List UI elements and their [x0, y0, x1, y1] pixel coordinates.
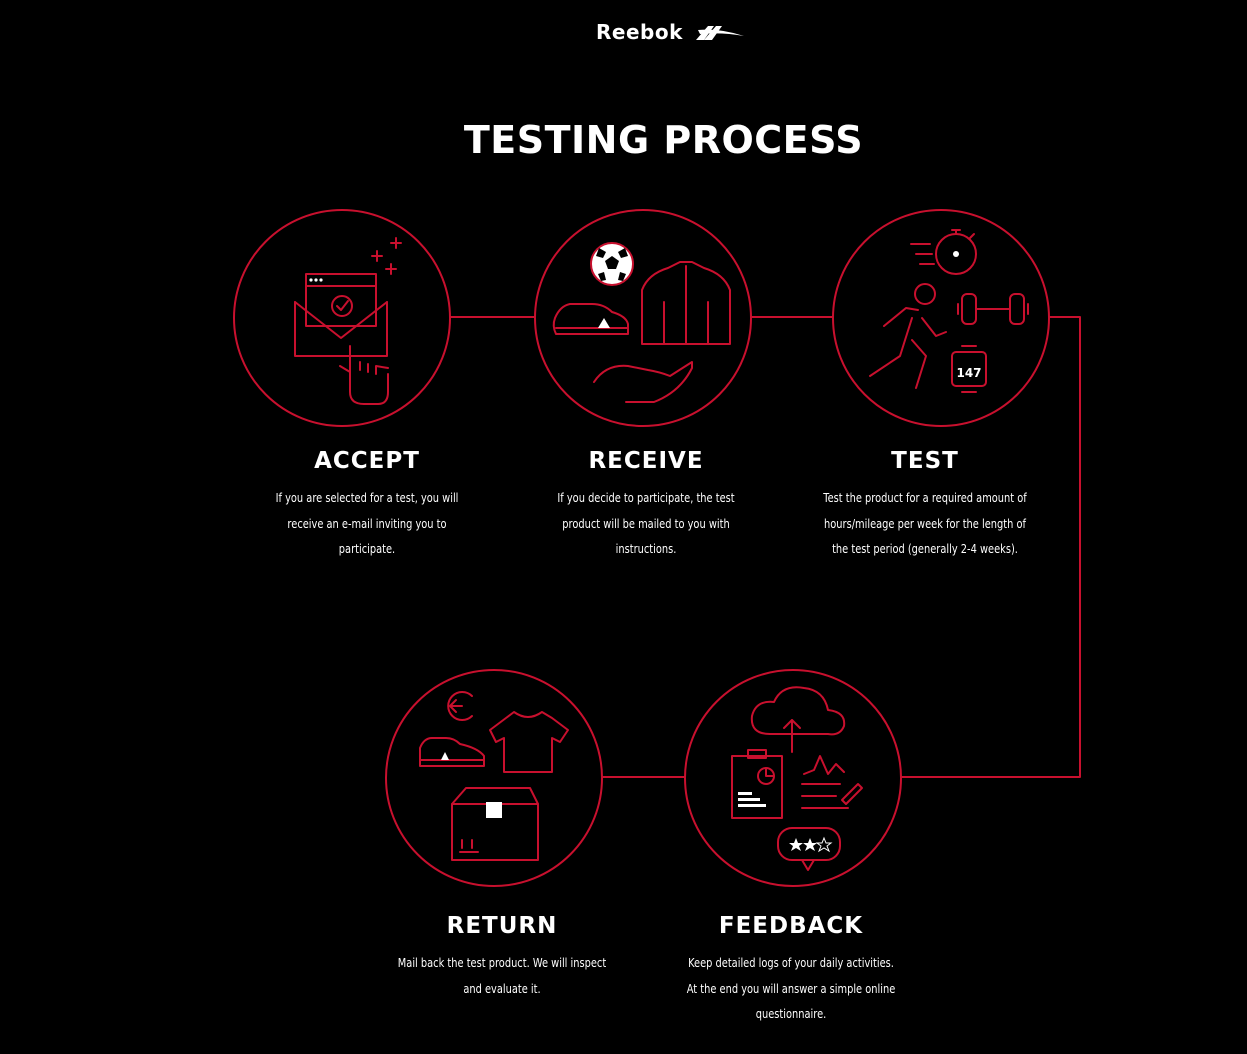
- step-title-feedback: FEEDBACK: [718, 913, 864, 939]
- step-title-test: TEST: [891, 448, 959, 474]
- watch-readout: 147: [956, 366, 981, 380]
- step-title-accept: ACCEPT: [314, 448, 420, 474]
- step-desc-return: Mail back the test product. We will insp…: [397, 956, 607, 996]
- step-title-receive: RECEIVE: [588, 448, 704, 474]
- test-circle: [832, 209, 1050, 427]
- step-title-return: RETURN: [446, 913, 558, 939]
- reebok-logo[interactable]: Reebok: [596, 20, 748, 46]
- accept-circle: [233, 209, 451, 427]
- feedback-icon: [731, 686, 863, 871]
- reebok-vector-icon: [696, 26, 744, 40]
- page-title: TESTING PROCESS: [463, 118, 864, 162]
- feedback-circle: [684, 669, 902, 887]
- brand-name: Reebok: [596, 20, 683, 44]
- workout-icon: [869, 229, 1029, 393]
- step-desc-receive: If you decide to participate, the test p…: [557, 491, 735, 556]
- return-box-icon: [419, 691, 569, 861]
- icon-details: [309, 242, 959, 853]
- process-connector-lines: [449, 316, 1081, 778]
- step-desc-test: Test the product for a required amount o…: [823, 491, 1027, 556]
- step-desc-accept: If you are selected for a test, you will…: [275, 491, 459, 556]
- step-desc-feedback: Keep detailed logs of your daily activit…: [686, 956, 896, 1021]
- products-icon: [552, 261, 731, 403]
- receive-circle: [534, 209, 752, 427]
- envelope-check-icon: [294, 237, 402, 405]
- return-circle: [385, 669, 603, 887]
